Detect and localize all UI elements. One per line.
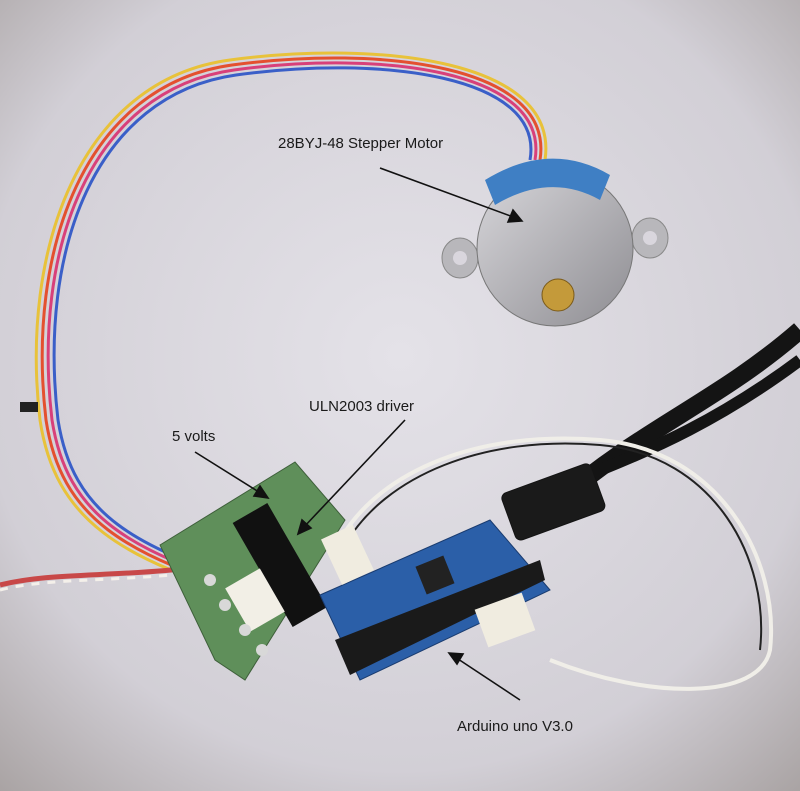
label-driver: ULN2003 driver <box>309 398 415 415</box>
signal-wires <box>338 436 773 691</box>
arduino-board <box>319 519 551 681</box>
annotation-arrows <box>194 167 524 701</box>
wire-tie <box>20 402 38 412</box>
label-power: 5 volts <box>172 428 216 445</box>
motor-wires <box>0 51 548 602</box>
stepper-motor <box>441 158 669 327</box>
usb-cable <box>501 323 800 541</box>
uln2003-board <box>159 461 346 681</box>
label-motor: 28BYJ-48 Stepper Motor <box>278 135 444 152</box>
label-arduino: Arduino uno V3.0 <box>457 718 573 735</box>
